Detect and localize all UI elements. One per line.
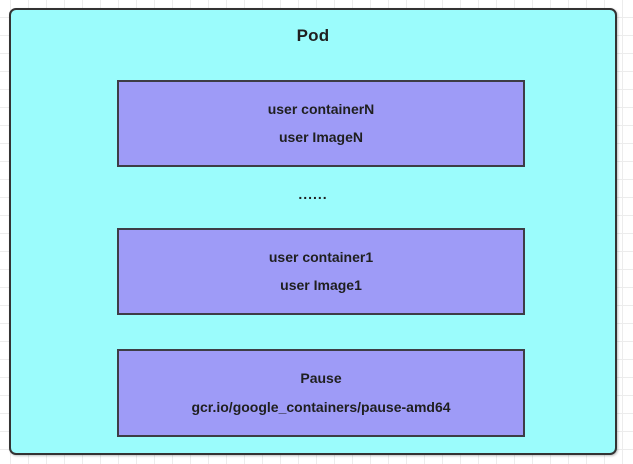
container-box-user-containern: user containerN user ImageN — [117, 80, 525, 167]
container-box-user-container1: user container1 user Image1 — [117, 228, 525, 315]
pod-title: Pod — [296, 26, 330, 45]
container-image-label: user ImageN — [278, 129, 364, 145]
container-name-label: user container1 — [268, 248, 374, 265]
container-box-pause: Pause gcr.io/google_containers/pause-amd… — [117, 349, 525, 437]
container-image-label: gcr.io/google_containers/pause-amd64 — [191, 398, 451, 415]
pod-container-box: Pod user containerN user ImageN ...... u… — [9, 8, 617, 455]
container-name-label: user containerN — [267, 100, 375, 117]
ellipsis-label: ...... — [298, 186, 328, 202]
container-name-label: Pause — [300, 370, 342, 387]
container-image-label: user Image1 — [280, 277, 362, 293]
